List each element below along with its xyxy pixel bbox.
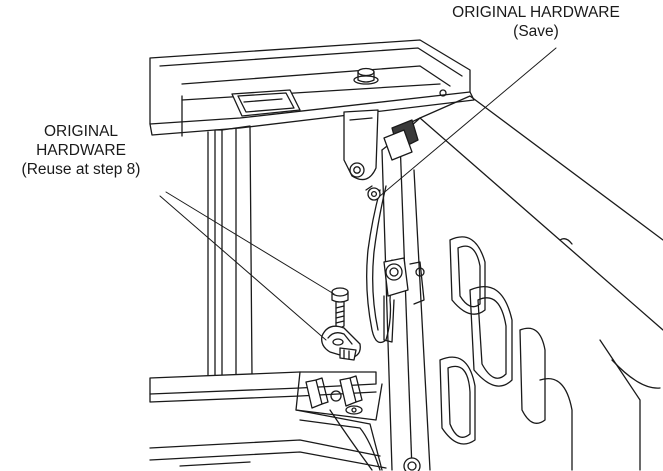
callout-original-hardware-save: ORIGINAL HARDWARE (Save): [420, 3, 652, 41]
bottom-frame-rail: [149, 371, 383, 471]
leader-lines: [159, 47, 557, 341]
wire-harness: [366, 185, 393, 344]
side-cover-panel: [381, 95, 663, 471]
top-stud: [353, 67, 379, 85]
leader-reuse-bolt: [165, 191, 335, 295]
callout-original-hardware-reuse: ORIGINAL HARDWARE (Reuse at step 8): [2, 122, 160, 179]
leader-reuse-clip: [159, 195, 327, 341]
clip-bracket: [383, 257, 425, 343]
bottom-bracket: [305, 375, 363, 415]
top-frame-panel: [149, 39, 475, 137]
top-square-opening: [231, 89, 301, 117]
leader-save: [379, 47, 557, 197]
callout-reuse-line2: HARDWARE: [36, 142, 126, 159]
loose-clip-nut: [321, 325, 361, 361]
hinge-bracket: [343, 109, 379, 181]
top-small-hole: [439, 89, 447, 97]
bottom-left-panel: [149, 439, 387, 469]
callout-save-line1: ORIGINAL HARDWARE: [452, 4, 620, 21]
oval-cutouts: [439, 236, 573, 471]
cover-grommet: [383, 119, 419, 161]
callout-reuse-line3: (Reuse at step 8): [21, 161, 141, 178]
left-vertical-post: [207, 125, 253, 385]
saved-screw: [365, 185, 381, 201]
callout-reuse-line1: ORIGINAL: [43, 123, 119, 140]
bottom-knob: [403, 457, 421, 471]
callout-save-line2: (Save): [513, 23, 559, 40]
